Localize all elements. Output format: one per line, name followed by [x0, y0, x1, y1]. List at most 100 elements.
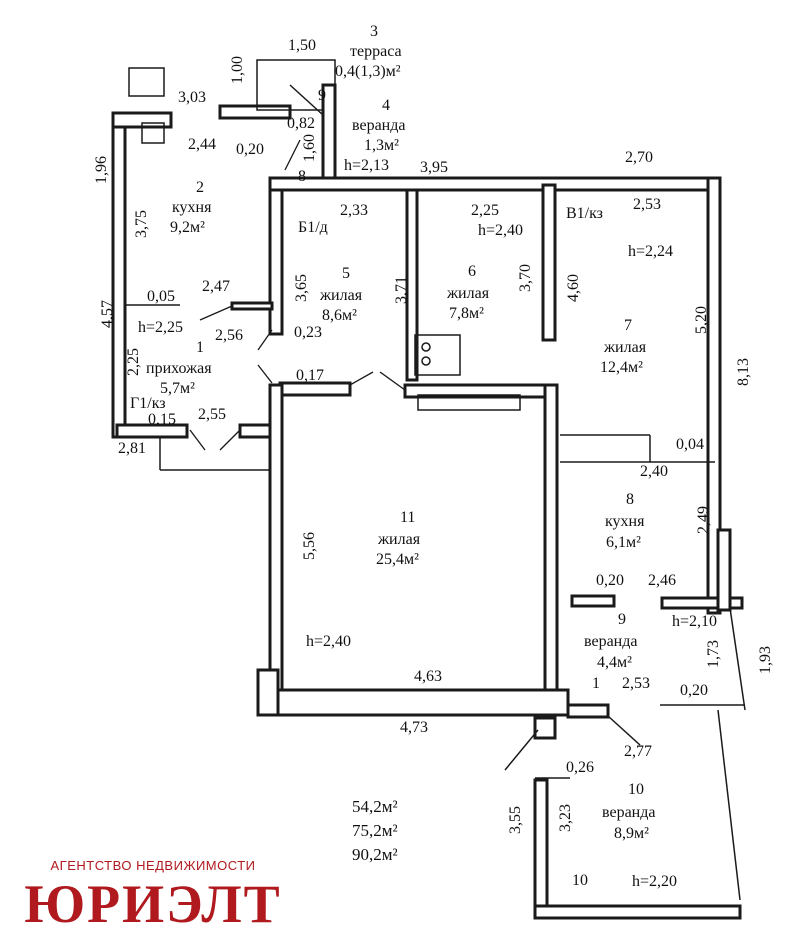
room-7-name: жилая: [604, 339, 647, 356]
room-3-number: 3: [370, 23, 378, 40]
room-7-height: h=2,24: [628, 243, 674, 260]
dim-5-56: 5,56: [301, 532, 318, 560]
room-4-name: веранда: [352, 117, 406, 134]
room-4-area: 1,3м²: [364, 137, 399, 154]
dim-3-75: 3,75: [133, 210, 150, 238]
label-9: 9: [318, 87, 326, 104]
dim-1-96: 1,96: [93, 156, 110, 184]
room-5-name: жилая: [320, 287, 363, 304]
dim-3-65: 3,65: [293, 274, 310, 302]
room-11-height: h=2,40: [306, 633, 352, 650]
walls-center: [256, 176, 744, 717]
room-7-area: 12,4м²: [600, 359, 643, 376]
room-9-height: h=2,10: [672, 613, 718, 630]
dim-2-33: 2,33: [340, 202, 368, 219]
dim-5-20: 5,20: [693, 306, 710, 334]
room-6-area: 7,8м²: [449, 305, 484, 322]
room-8-number: 8: [626, 491, 634, 508]
dim-4-63: 4,63: [414, 668, 442, 685]
dim-3-55: 3,55: [507, 806, 524, 834]
dim-2-70: 2,70: [625, 149, 653, 166]
room-5-extra: Б1/д: [298, 219, 328, 236]
dim-0-15: 0,15: [148, 411, 176, 428]
room-6-name: жилая: [447, 285, 490, 302]
walls-left-block: [111, 67, 292, 439]
dim-2-56: 2,56: [215, 327, 243, 344]
label-10: 10: [572, 872, 588, 889]
dim-1-73: 1,73: [705, 640, 722, 668]
dim-2-25-a: 2,25: [471, 202, 499, 219]
room-8-area: 6,1м²: [606, 534, 641, 551]
dim-1-00: 1,00: [229, 56, 246, 84]
room-11-area: 25,4м²: [376, 551, 419, 568]
agency-name: ЮРИЭЛТ: [24, 874, 282, 934]
room-6-height: h=2,40: [478, 222, 524, 239]
room-2-name: кухня: [172, 199, 212, 216]
dim-2-40: 2,40: [640, 463, 668, 480]
total-area-2: 75,2м²: [352, 821, 398, 840]
dim-3-71: 3,71: [393, 276, 410, 304]
dim-2-53-a: 2,53: [633, 196, 661, 213]
dim-0-20-c: 0,20: [680, 682, 708, 699]
room-1-height: h=2,25: [138, 319, 184, 336]
dim-2-46: 2,46: [648, 572, 676, 589]
dim-4-60: 4,60: [565, 274, 582, 302]
label-8: 8: [298, 168, 306, 185]
room-9-name: веранда: [584, 633, 638, 650]
room-2-number: 2: [196, 179, 204, 196]
dim-2-25-b: 2,25: [125, 348, 142, 376]
dim-3-03: 3,03: [178, 89, 206, 106]
room-8-name: кухня: [605, 513, 645, 530]
dim-1-93: 1,93: [757, 646, 774, 674]
room-10-height: h=2,20: [632, 873, 678, 890]
room-1-extra: Г1/кз: [130, 395, 166, 412]
agency-logo: АГЕНТСТВО НЕДВИЖИМОСТИ ЮРИЭЛТ: [22, 858, 284, 931]
dim-0-17: 0,17: [296, 367, 324, 384]
room-6-number: 6: [468, 263, 476, 280]
dim-3-70: 3,70: [517, 264, 534, 292]
dim-0-20-b: 0,20: [596, 572, 624, 589]
dim-1-50: 1,50: [288, 37, 316, 54]
agency-subtitle: АГЕНТСТВО НЕДВИЖИМОСТИ: [50, 858, 256, 873]
label-1-b: 1: [592, 675, 600, 692]
room-4-height: h=2,13: [344, 157, 390, 174]
door-swings: [159, 139, 406, 471]
dim-4-73: 4,73: [400, 719, 428, 736]
room-11-number: 11: [400, 509, 416, 526]
total-area-1: 54,2м²: [352, 797, 398, 816]
dim-0-05: 0,05: [147, 288, 175, 305]
room-1-number: 1: [196, 339, 204, 356]
room-4-number: 4: [382, 97, 390, 114]
room-9-number: 9: [618, 611, 626, 628]
dim-2-49: 2,49: [695, 506, 712, 534]
dim-2-53-b: 2,53: [622, 675, 650, 692]
room-11-name: жилая: [378, 531, 421, 548]
room-10-number: 10: [628, 781, 644, 798]
total-area-3: 90,2м²: [352, 845, 398, 864]
dim-0-20-a: 0,20: [236, 141, 264, 158]
dim-2-47: 2,47: [202, 278, 230, 295]
dim-0-26: 0,26: [566, 759, 594, 776]
dim-8-13: 8,13: [735, 358, 752, 386]
dim-1-60: 1,60: [301, 134, 318, 162]
room-5-area: 8,6м²: [322, 307, 357, 324]
room-7-number: 7: [624, 317, 632, 334]
dim-3-95: 3,95: [420, 159, 448, 176]
dim-3-23: 3,23: [557, 804, 574, 832]
dim-0-04: 0,04: [676, 436, 704, 453]
dim-2-44: 2,44: [188, 136, 216, 153]
room-10-area: 8,9м²: [614, 825, 649, 842]
room-7-extra: В1/кз: [566, 205, 603, 222]
room-5-number: 5: [342, 265, 350, 282]
dim-2-55: 2,55: [198, 406, 226, 423]
dim-2-81: 2,81: [118, 440, 146, 457]
room-1-name: прихожая: [146, 360, 212, 377]
dim-2-77: 2,77: [624, 743, 652, 760]
room-1-area: 5,7м²: [160, 380, 195, 397]
dim-0-82: 0,82: [287, 115, 315, 132]
room-2-area: 9,2м²: [170, 219, 205, 236]
room-3-name: терраса: [350, 43, 402, 60]
walls-veranda: [504, 607, 746, 920]
dim-4-57: 4,57: [99, 300, 116, 328]
